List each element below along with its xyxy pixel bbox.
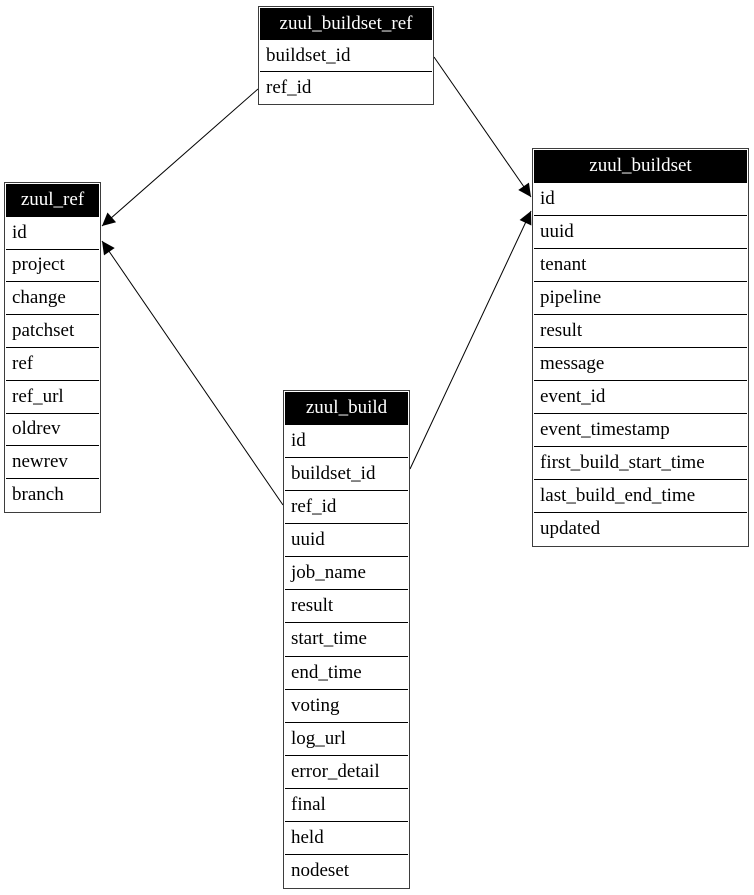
field-row-zuul_build-log_url: log_url <box>285 721 408 755</box>
field-row-zuul_ref-ref_url: ref_url <box>6 379 99 413</box>
field-row-zuul_buildset-first_build_start_time: first_build_start_time <box>534 446 747 479</box>
field-row-zuul_ref-project: project <box>6 248 99 282</box>
field-row-zuul_build-held: held <box>285 820 408 854</box>
field-row-zuul_build-id: id <box>285 424 408 458</box>
field-row-zuul_ref-change: change <box>6 281 99 315</box>
field-row-zuul_build-start_time: start_time <box>285 622 408 656</box>
field-row-zuul_build-uuid: uuid <box>285 523 408 557</box>
edge-zuul_build.buildset_id-to-zuul_buildset.id <box>409 210 532 470</box>
table-title-zuul_build: zuul_build <box>285 392 408 425</box>
field-row-zuul_buildset-event_id: event_id <box>534 380 747 413</box>
field-row-zuul_buildset-tenant: tenant <box>534 248 747 281</box>
field-row-zuul_build-result: result <box>285 589 408 623</box>
field-row-zuul_ref-patchset: patchset <box>6 314 99 347</box>
edge-zuul_build.ref_id-to-zuul_ref.id <box>101 240 284 506</box>
edge-zuul_buildset_ref.ref_id-to-zuul_ref.id <box>101 88 259 227</box>
field-row-zuul_buildset_ref-ref_id: ref_id <box>260 71 432 103</box>
field-row-zuul_buildset-event_timestamp: event_timestamp <box>534 413 747 446</box>
field-row-zuul_buildset-id: id <box>534 182 747 215</box>
field-row-zuul_buildset-pipeline: pipeline <box>534 281 747 314</box>
field-row-zuul_build-buildset_id: buildset_id <box>285 457 408 491</box>
table-title-zuul_ref: zuul_ref <box>6 184 99 216</box>
field-row-zuul_build-ref_id: ref_id <box>285 490 408 524</box>
field-row-zuul_ref-branch: branch <box>6 478 99 511</box>
field-row-zuul_buildset_ref-buildset_id: buildset_id <box>260 39 432 71</box>
table-title-zuul_buildset_ref: zuul_buildset_ref <box>260 8 432 39</box>
field-row-zuul_buildset-uuid: uuid <box>534 215 747 248</box>
field-row-zuul_build-error_detail: error_detail <box>285 754 408 788</box>
field-row-zuul_buildset-message: message <box>534 347 747 380</box>
field-row-zuul_ref-newrev: newrev <box>6 445 99 479</box>
table-title-zuul_buildset: zuul_buildset <box>534 150 747 182</box>
field-row-zuul_ref-ref: ref <box>6 346 99 380</box>
field-row-zuul_buildset-result: result <box>534 314 747 347</box>
edge-zuul_buildset_ref.buildset_id-to-zuul_buildset.id <box>433 56 532 198</box>
field-row-zuul_build-final: final <box>285 787 408 821</box>
field-row-zuul_buildset-updated: updated <box>534 512 747 545</box>
field-row-zuul_build-job_name: job_name <box>285 556 408 590</box>
field-row-zuul_build-voting: voting <box>285 688 408 722</box>
field-row-zuul_build-end_time: end_time <box>285 655 408 689</box>
field-row-zuul_ref-id: id <box>6 215 99 249</box>
field-row-zuul_buildset-last_build_end_time: last_build_end_time <box>534 479 747 512</box>
field-row-zuul_build-nodeset: nodeset <box>285 853 408 887</box>
field-row-zuul_ref-oldrev: oldrev <box>6 412 99 446</box>
